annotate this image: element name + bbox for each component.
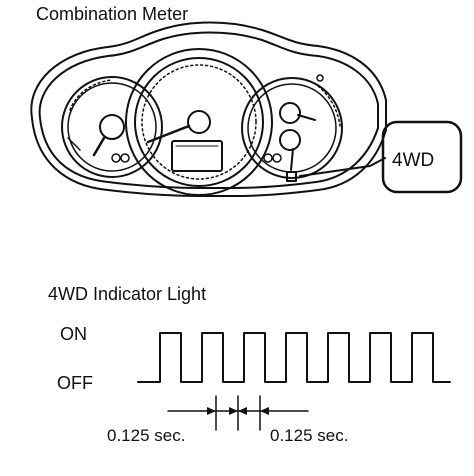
timing-dimension	[167, 395, 309, 431]
callout-leader	[299, 157, 386, 177]
timing-arrowheads	[207, 407, 269, 415]
indicator-waveform	[137, 332, 451, 383]
meter-housing-outline	[30, 21, 387, 197]
left-gauge	[61, 76, 163, 178]
callout-4wd-label: 4WD	[392, 150, 435, 171]
interval-left-label: 0.125 sec.	[107, 426, 186, 445]
callout-box	[381, 120, 463, 194]
combination-meter-title: Combination Meter	[36, 4, 189, 24]
on-label: ON	[60, 324, 87, 344]
4wd-indicator-lamp	[286, 171, 297, 182]
right-gauge	[241, 74, 343, 179]
meter-inner-rim	[38, 31, 379, 189]
interval-right-label: 0.125 sec.	[270, 426, 349, 445]
off-label: OFF	[57, 373, 93, 393]
center-speedometer	[125, 48, 273, 196]
indicator-light-title: 4WD Indicator Light	[48, 284, 207, 304]
